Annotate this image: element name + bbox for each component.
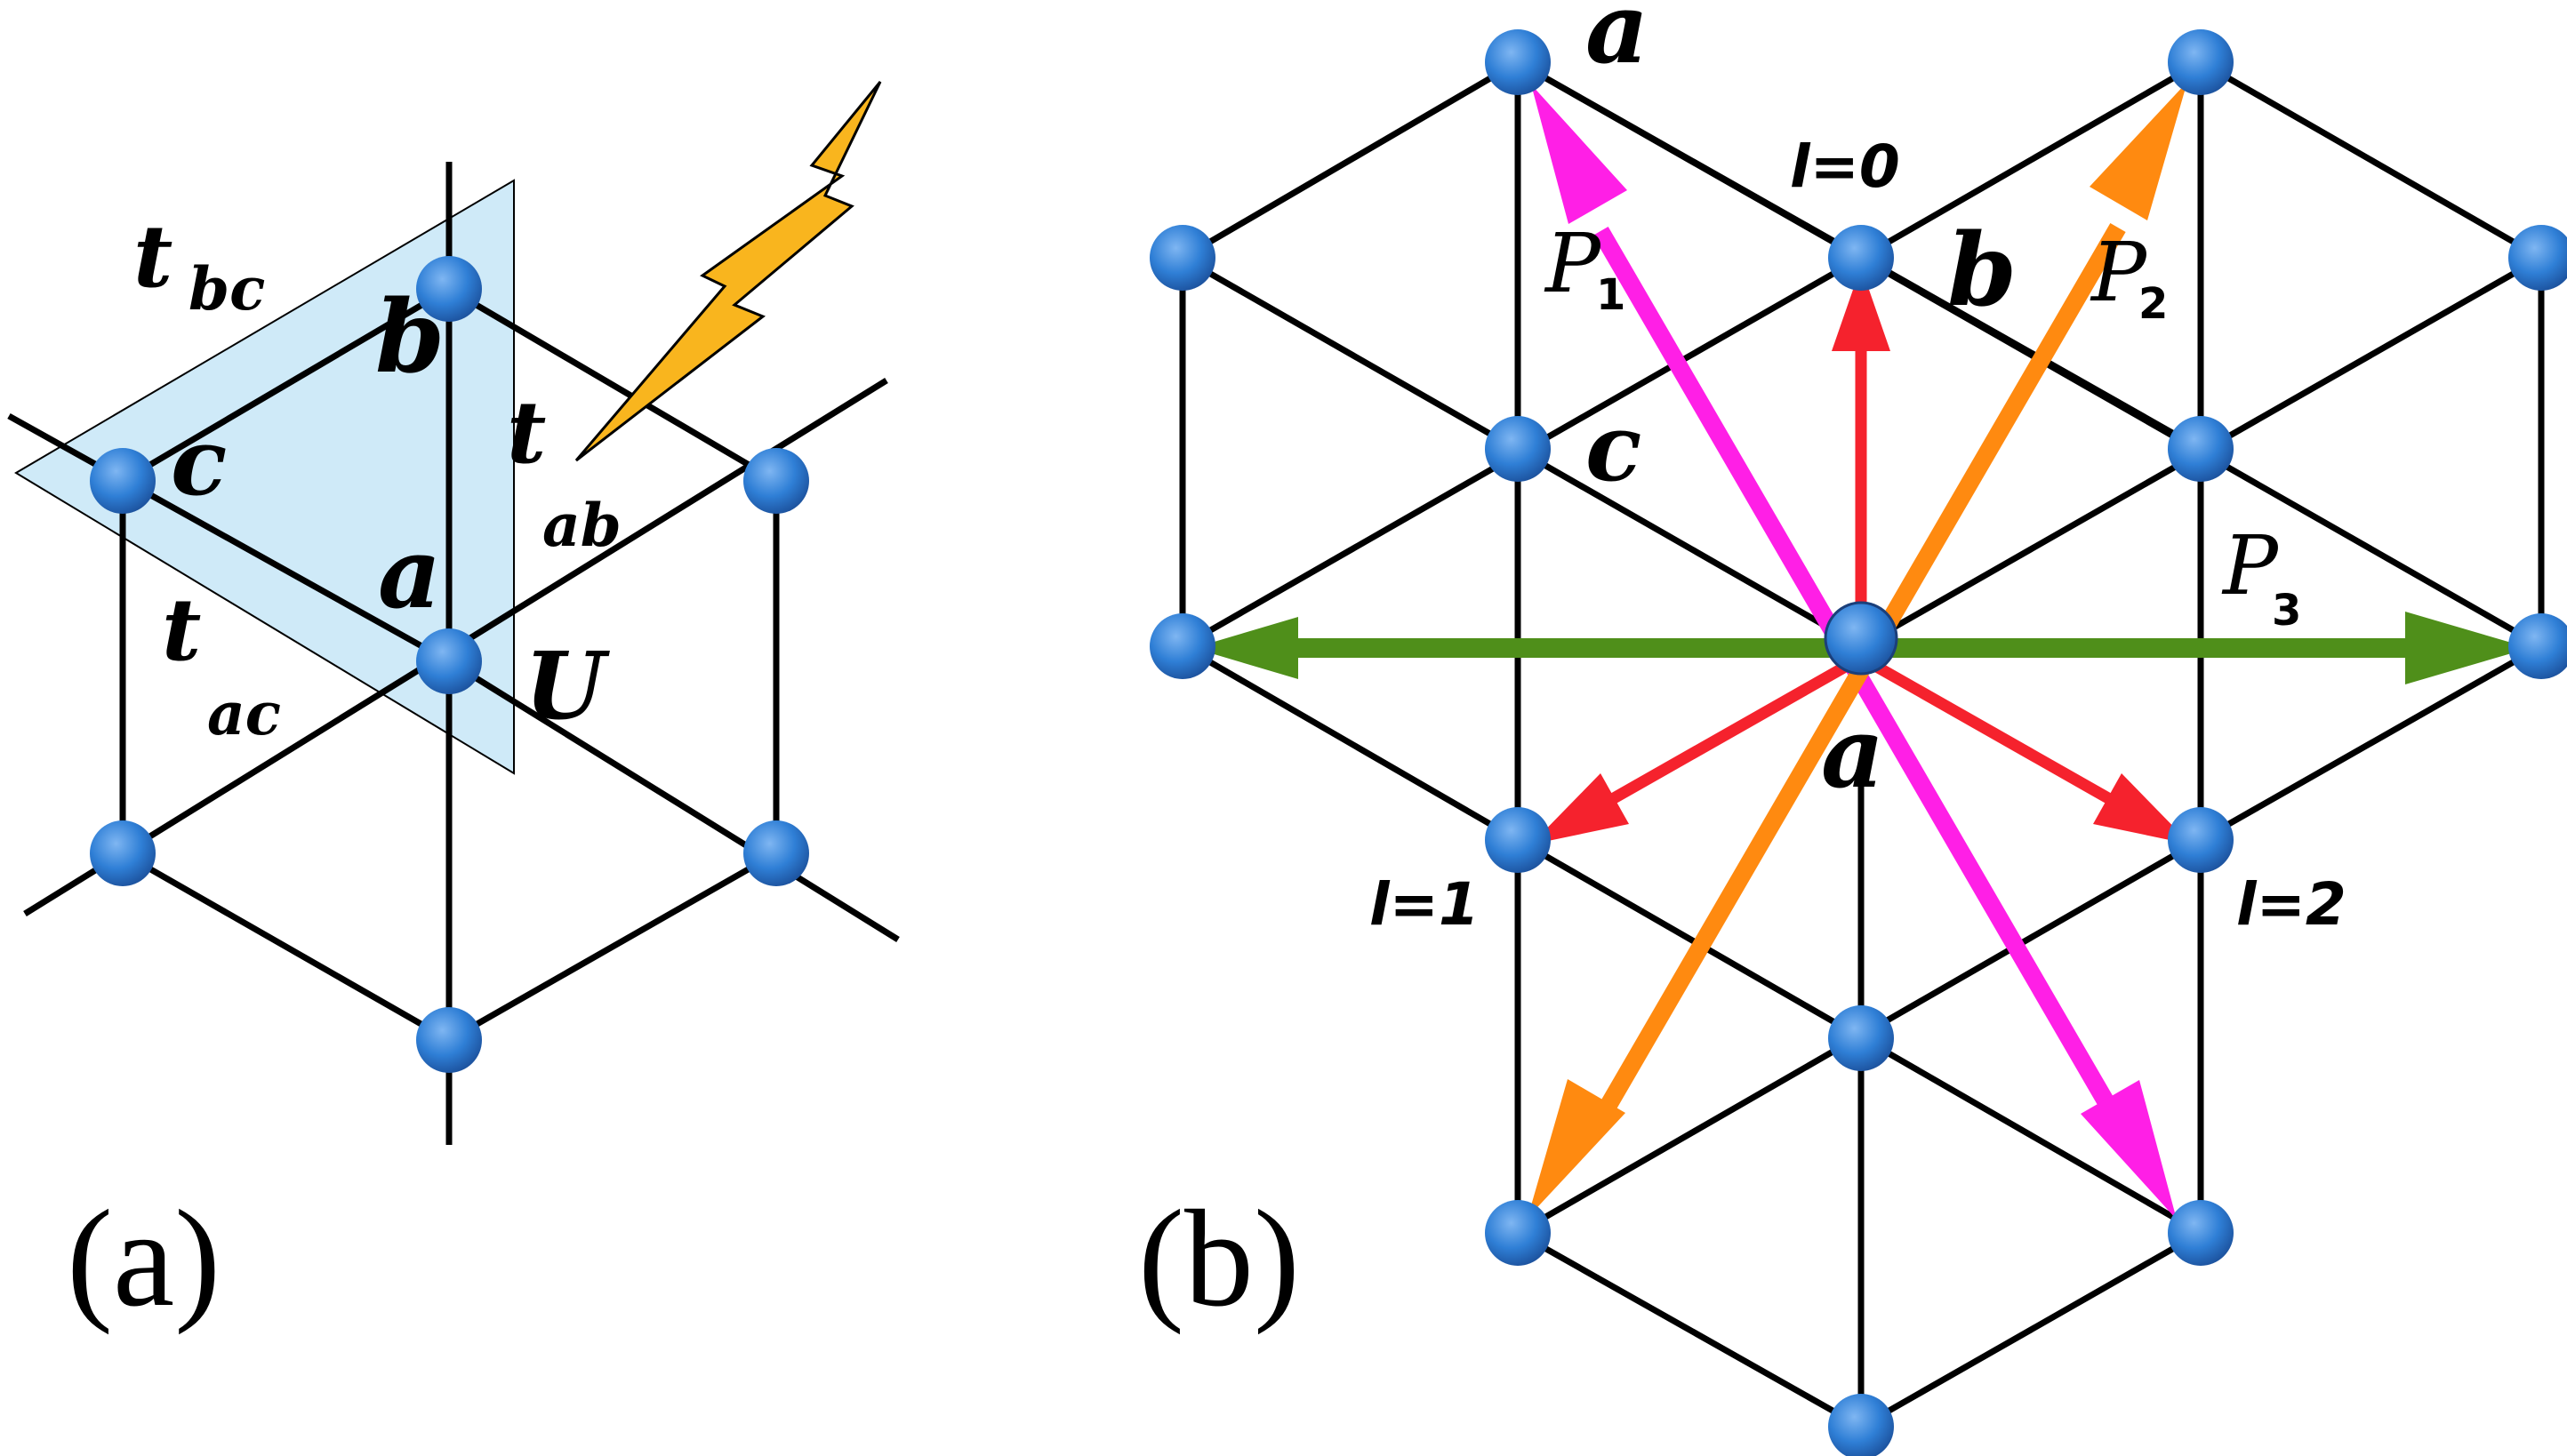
node-left-bottom bbox=[90, 820, 156, 886]
node bbox=[2168, 29, 2234, 95]
node bbox=[2168, 1200, 2234, 1266]
label-p1-sub: 1 bbox=[1596, 270, 1625, 320]
node-a bbox=[416, 628, 482, 694]
panel-a: t bc b c t ab a t ac U (a) bbox=[7, 81, 900, 1335]
node-b bbox=[416, 256, 482, 322]
panel-b: a l=0 b c a l=1 l=2 P 1 P 2 P 3 (b) bbox=[1138, 0, 2567, 1456]
label-c: c bbox=[171, 407, 227, 516]
arrow-p3-head-right bbox=[2405, 612, 2530, 684]
edge-bottom-left bbox=[121, 850, 451, 1044]
label-p2-sub: 2 bbox=[2138, 279, 2168, 329]
node-right-bottom bbox=[743, 820, 809, 886]
label-p1: P bbox=[1544, 216, 1602, 311]
node bbox=[1485, 1200, 1551, 1266]
node-right-top bbox=[743, 448, 809, 514]
arrow-l1-shaft bbox=[1610, 652, 1865, 804]
node-l1 bbox=[1485, 807, 1551, 873]
node-l2 bbox=[2168, 807, 2234, 873]
arrow-p2-head-down bbox=[1528, 1079, 1625, 1218]
arrow-l0-head bbox=[1832, 267, 1890, 351]
label-b: b bbox=[375, 279, 445, 396]
edge-c-b bbox=[121, 285, 451, 484]
node bbox=[2508, 613, 2567, 679]
arrow-l2-head bbox=[2093, 773, 2191, 844]
label-a: a bbox=[378, 516, 441, 630]
label-l2: l=2 bbox=[2236, 870, 2346, 939]
edge-b-right bbox=[447, 285, 778, 484]
label-p3: P bbox=[2221, 518, 2280, 613]
edge bbox=[2199, 59, 2543, 261]
edge bbox=[2199, 643, 2543, 844]
node bbox=[1828, 1005, 1894, 1071]
panel-a-nodes bbox=[90, 256, 809, 1073]
arrow-p1-head-up bbox=[1531, 84, 1627, 224]
node-c bbox=[90, 448, 156, 514]
label-U: U bbox=[525, 631, 610, 740]
arrow-l2-shaft bbox=[1857, 652, 2112, 804]
caption-b: (b) bbox=[1138, 1181, 1300, 1335]
edge-bottom-right bbox=[447, 850, 778, 1044]
node bbox=[1150, 613, 1215, 679]
node-a-top bbox=[1485, 29, 1551, 95]
node-bottom bbox=[416, 1007, 482, 1073]
arrow-p1-head-down bbox=[2081, 1080, 2177, 1220]
label-b: b bbox=[1947, 212, 2017, 329]
label-p3-sub: 3 bbox=[2272, 586, 2301, 636]
panel-b-nodes bbox=[1150, 29, 2567, 1456]
arrow-p3-head-left bbox=[1193, 617, 1298, 679]
label-t-ab: t bbox=[507, 382, 546, 483]
label-a-top: a bbox=[1585, 0, 1648, 85]
label-l0: l=0 bbox=[1790, 132, 1900, 201]
node-c bbox=[1485, 416, 1551, 482]
edge bbox=[1859, 59, 2202, 261]
label-t-ac: t bbox=[162, 580, 201, 680]
edge bbox=[1181, 59, 1520, 261]
node-a-center bbox=[1824, 601, 1898, 676]
edge-diag-right-long bbox=[447, 659, 900, 942]
arrow-p2-head-up bbox=[2090, 82, 2187, 220]
node bbox=[2168, 416, 2234, 482]
edge-diag-left bbox=[7, 412, 451, 665]
caption-a: (a) bbox=[67, 1181, 221, 1335]
node bbox=[2508, 225, 2567, 291]
label-t-ab-sub: ab bbox=[542, 491, 622, 560]
label-a-center: a bbox=[1821, 695, 1884, 810]
node-b bbox=[1828, 225, 1894, 291]
arrow-l1-head bbox=[1531, 773, 1629, 844]
label-p2: P bbox=[2090, 225, 2148, 320]
node bbox=[1150, 225, 1215, 291]
edge bbox=[1859, 1229, 2202, 1430]
label-t-bc-sub: bc bbox=[189, 254, 265, 324]
label-t-ac-sub: ac bbox=[207, 679, 281, 748]
arrow-p2-shaft bbox=[1590, 222, 2126, 1129]
label-c: c bbox=[1585, 393, 1641, 502]
label-l1: l=1 bbox=[1369, 870, 1480, 939]
edge bbox=[1181, 643, 1520, 844]
label-t-bc: t bbox=[133, 206, 172, 307]
edge bbox=[1516, 1229, 1863, 1430]
node bbox=[1828, 1394, 1894, 1456]
lightning-icon bbox=[574, 81, 882, 462]
